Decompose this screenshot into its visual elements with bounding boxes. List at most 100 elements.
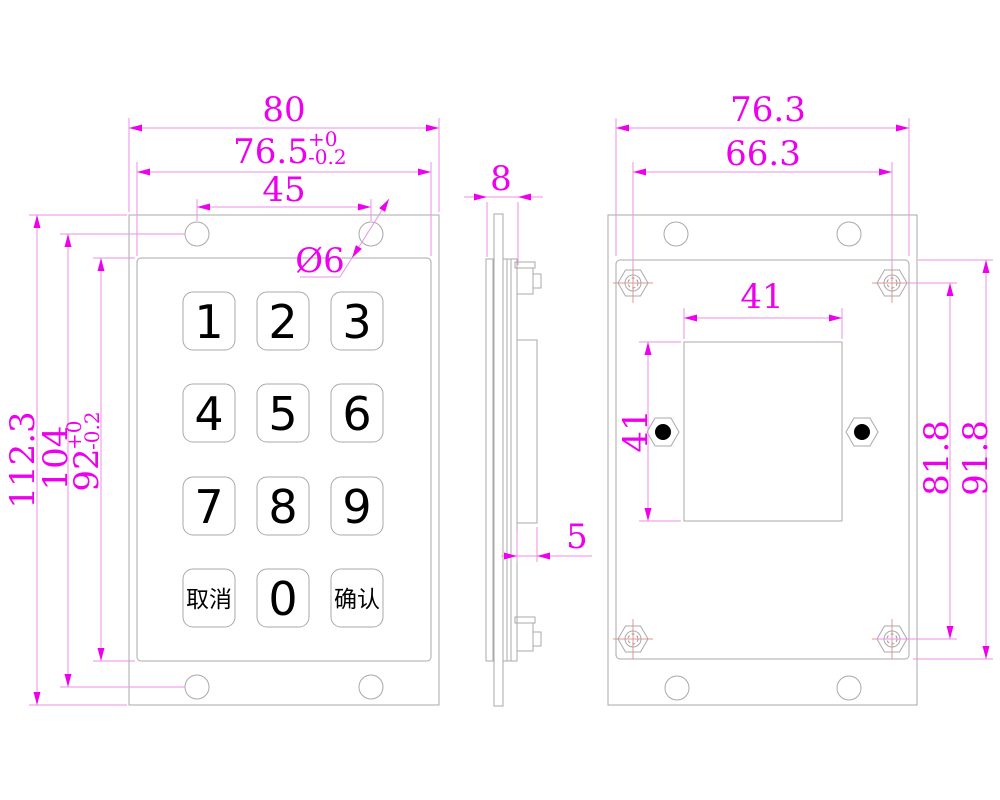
stud-circle xyxy=(624,274,642,292)
arrow-right-icon xyxy=(504,552,517,560)
arrow-right-icon xyxy=(829,314,842,322)
rear-hole-top-right xyxy=(836,221,862,247)
rear-hole-top-left xyxy=(663,221,689,247)
dim-panel-width-tol-lower: -0.2 xyxy=(308,145,347,169)
stud-circle xyxy=(883,274,901,292)
leader-arrow-icon xyxy=(352,245,362,258)
boss-hole xyxy=(655,424,671,440)
dimension-labels: 80 76.5 +0 -0.2 45 Ø6 112.3 104 92 +0 -0… xyxy=(3,90,996,557)
key-button-1 xyxy=(182,291,236,351)
hex-stud-top-right xyxy=(872,263,912,303)
arrow-left-icon xyxy=(518,193,531,201)
dim-hole-spacing-h-label: 45 xyxy=(262,170,305,210)
top-stud-head xyxy=(516,267,534,295)
arrow-left-icon xyxy=(129,124,142,132)
key-label-9: 9 xyxy=(342,480,371,534)
arrow-up-icon xyxy=(644,342,652,355)
hex-nut-icon xyxy=(617,269,649,297)
key-button-2 xyxy=(256,291,310,351)
mounting-hole-bottom-left xyxy=(184,674,210,700)
dim-stud-spacing-v-label: 81.8 xyxy=(917,420,957,496)
arrow-right-icon xyxy=(896,124,909,132)
dim-panel-height-label: 92 xyxy=(67,448,107,491)
rear-hole-bottom-right xyxy=(836,675,862,701)
key-label-7: 7 xyxy=(194,480,223,534)
key-button-4 xyxy=(182,383,236,443)
front-keypad-bezel xyxy=(136,257,432,662)
arrow-right-icon xyxy=(426,124,439,132)
mounting-hole-bottom-right xyxy=(358,674,384,700)
hex-boss-left xyxy=(646,417,680,447)
key-button-5 xyxy=(256,383,310,443)
arrow-right-icon xyxy=(418,168,431,176)
rear-view xyxy=(607,214,918,706)
key-button-3 xyxy=(330,291,384,351)
hex-nut-icon xyxy=(646,417,680,447)
rear-cutout-square xyxy=(683,341,843,522)
key-label-5: 5 xyxy=(268,387,297,441)
leader-line xyxy=(339,198,390,278)
key-button-取消 xyxy=(182,568,236,628)
dim-panel-width-tol-upper: +0 xyxy=(308,127,337,151)
dimension-arrows xyxy=(33,124,990,705)
hex-nut-icon xyxy=(617,625,649,653)
dim-hole-spacing-v-label: 104 xyxy=(36,426,76,491)
arrow-left-icon xyxy=(197,203,210,211)
hex-stud-top-left xyxy=(613,263,653,303)
key-button-9 xyxy=(330,476,384,536)
key-button-7 xyxy=(182,476,236,536)
side-module-box xyxy=(516,339,538,524)
dim-overall-height-label: 112.3 xyxy=(3,411,43,508)
dim-stud-spacing-h-label: 66.3 xyxy=(725,134,801,174)
thread-circle xyxy=(886,277,898,289)
key-label-1: 1 xyxy=(194,295,223,349)
arrow-down-icon xyxy=(644,508,652,521)
boss-hole xyxy=(854,424,870,440)
side-front-panel xyxy=(493,213,504,707)
side-back-plate xyxy=(502,258,518,662)
top-stud-shaft xyxy=(532,273,542,289)
bottom-stud-flange xyxy=(514,616,536,624)
stud-circle xyxy=(624,630,642,648)
arrow-up-icon xyxy=(946,283,954,296)
thread-circle xyxy=(627,633,639,645)
arrow-down-icon xyxy=(97,648,105,661)
dimension-lines xyxy=(29,118,993,706)
key-label-确认: 确认 xyxy=(334,587,380,613)
hex-boss-right xyxy=(845,417,879,447)
dim-overall-width-label: 80 xyxy=(262,90,305,130)
mounting-hole-top-right xyxy=(358,221,384,247)
arrow-left-icon xyxy=(537,552,550,560)
dim-back-box-height-label: 91.8 xyxy=(956,420,996,496)
side-keys-face xyxy=(485,258,494,662)
key-label-6: 6 xyxy=(342,387,371,441)
arrow-down-icon xyxy=(982,646,990,659)
rear-hole-bottom-left xyxy=(664,675,690,701)
key-label-8: 8 xyxy=(268,480,297,534)
key-label-0: 0 xyxy=(268,572,297,626)
leader-arrow-icon xyxy=(379,199,389,212)
dim-panel-height-group: 92 +0 -0.2 xyxy=(62,411,107,491)
key-button-确认 xyxy=(330,568,384,628)
hex-stud-bottom-left xyxy=(613,619,653,659)
arrow-left-icon xyxy=(684,314,697,322)
rear-back-box xyxy=(615,259,910,660)
dim-hole-diameter-label: Ø6 xyxy=(295,241,345,281)
hex-nut-icon xyxy=(845,417,879,447)
arrow-right-icon xyxy=(879,168,892,176)
key-label-4: 4 xyxy=(194,387,223,441)
bottom-stud-shaft xyxy=(532,631,542,647)
arrow-down-icon xyxy=(64,674,72,687)
front-panel-outline xyxy=(128,214,440,706)
arrow-up-icon xyxy=(982,260,990,273)
rear-panel-outline xyxy=(607,214,918,706)
dim-panel-height-tol-upper: +0 xyxy=(62,421,86,450)
dim-cutout-width-label: 41 xyxy=(740,277,783,317)
arrow-up-icon xyxy=(97,258,105,271)
dim-rear-boss-depth-label: 5 xyxy=(566,517,588,557)
key-button-0 xyxy=(256,568,310,628)
